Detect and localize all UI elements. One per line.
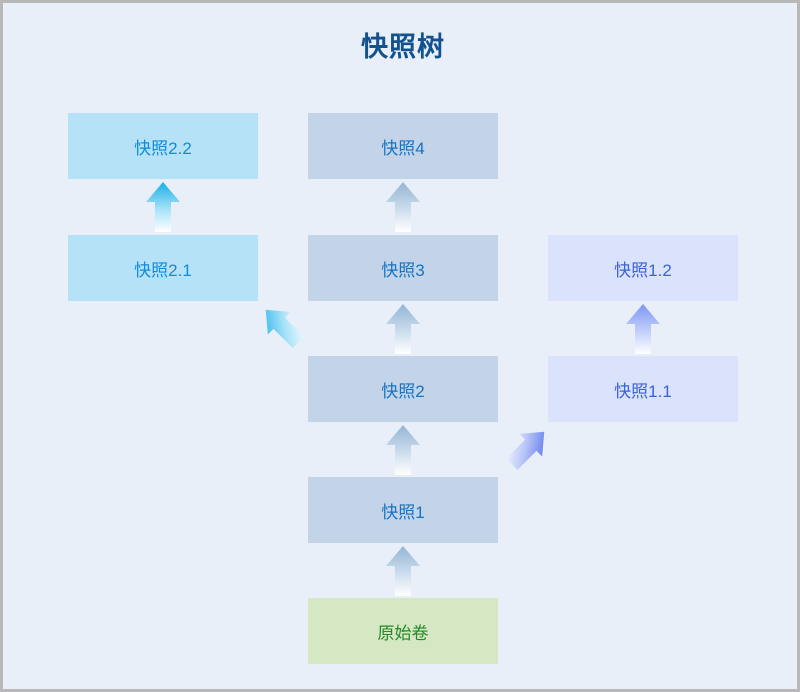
node-label: 快照2.1: [134, 260, 192, 280]
arrow-up-icon-origin-volume-to-snapshot-1: [385, 545, 421, 597]
node-label: 原始卷: [377, 623, 429, 643]
node-label: 快照4: [381, 138, 425, 158]
node-snapshot-1[interactable]: 快照1: [308, 477, 498, 543]
arrow-up-icon-snapshot-3-to-4: [385, 181, 421, 233]
arrow-up-icon-snapshot-1-1-to-1-2: [625, 303, 661, 355]
arrow-up-right-icon-snapshot-1-to-1-1: [501, 421, 555, 475]
node-snapshot-2-1[interactable]: 快照2.1: [68, 235, 258, 301]
node-label: 快照1.1: [614, 381, 672, 401]
node-origin-volume[interactable]: 原始卷: [308, 598, 498, 664]
node-label: 快照3: [381, 260, 425, 280]
arrow-up-icon-snapshot-2-1-to-2-2: [145, 181, 181, 233]
node-snapshot-3[interactable]: 快照3: [308, 235, 498, 301]
node-label: 快照2: [381, 381, 425, 401]
node-snapshot-2-2[interactable]: 快照2.2: [68, 113, 258, 179]
node-snapshot-1-2[interactable]: 快照1.2: [548, 235, 738, 301]
arrow-up-icon-snapshot-1-to-2: [385, 424, 421, 476]
node-label: 快照1.2: [614, 260, 672, 280]
node-snapshot-4[interactable]: 快照4: [308, 113, 498, 179]
node-snapshot-1-1[interactable]: 快照1.1: [548, 356, 738, 422]
arrow-up-icon-snapshot-2-to-3: [385, 303, 421, 355]
node-label: 快照1: [381, 502, 425, 522]
arrow-up-left-icon-snapshot-2-to-2-1: [255, 299, 309, 353]
node-snapshot-2[interactable]: 快照2: [308, 356, 498, 422]
node-label: 快照2.2: [134, 138, 192, 158]
page-title: 快照树: [361, 32, 445, 62]
